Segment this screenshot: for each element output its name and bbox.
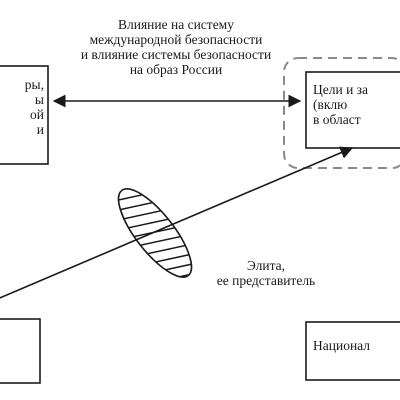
dashed-frame	[283, 57, 400, 169]
top-label: Влияние на систему международной безопас…	[80, 17, 272, 77]
right-box-text: Цели и за (вклю в област	[313, 82, 369, 127]
right-box	[305, 71, 400, 149]
left-box	[0, 65, 49, 165]
diagonal-arrow	[0, 146, 354, 299]
bottom-right-box	[305, 321, 400, 381]
bottom-right-text: Национал	[313, 338, 371, 353]
bottom-left-box	[0, 318, 41, 384]
left-box-text: ры, ы ой и	[24, 77, 44, 137]
elite-label: Элита, ее представитель	[216, 258, 316, 288]
